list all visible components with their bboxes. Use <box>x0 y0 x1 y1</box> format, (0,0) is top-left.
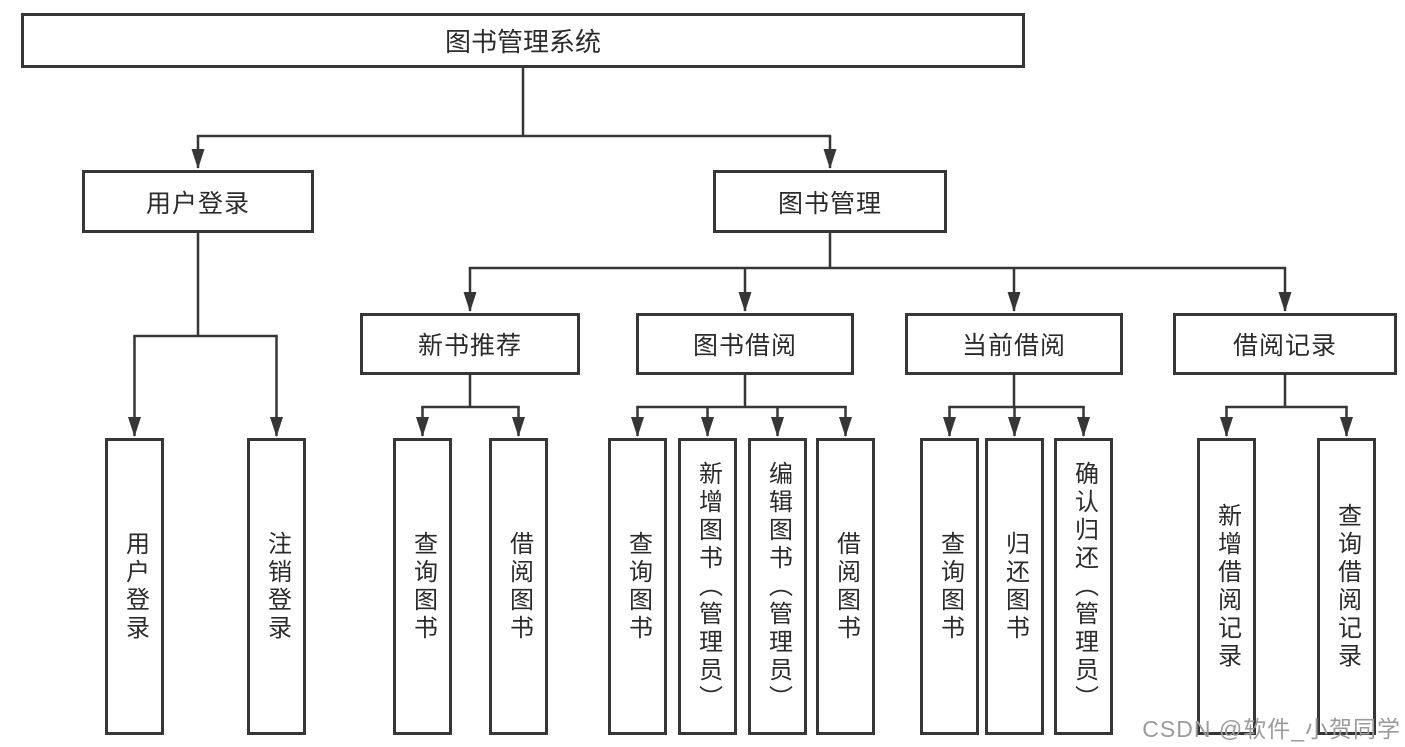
leaf-borrow-books: 借阅图书 <box>816 438 875 735</box>
leaf-edit-books-admin: 编辑图书（管理员） <box>748 438 807 735</box>
leaf-add-books-admin: 新增图书（管理员） <box>678 438 737 735</box>
node-label: 当前借阅 <box>961 332 1066 360</box>
node-label: 新增借阅记录 <box>1213 502 1241 671</box>
node-label: 用户登录 <box>121 530 149 643</box>
node-label: 编辑图书（管理员） <box>764 460 792 713</box>
node-label: 借阅图书 <box>832 530 860 643</box>
node-label: 图书借阅 <box>692 332 797 360</box>
node-label: 用户登录 <box>145 189 250 218</box>
node-book-management: 图书管理 <box>713 170 947 233</box>
node-label: 查询图书 <box>624 530 652 643</box>
leaf-query-borrow-record: 查询借阅记录 <box>1317 438 1376 735</box>
node-library-management-system: 图书管理系统 <box>21 13 1025 68</box>
node-label: 新增图书（管理员） <box>694 460 722 713</box>
node-label: 归还图书 <box>1001 530 1029 643</box>
node-label: 图书管理系统 <box>444 27 601 57</box>
leaf-query-books-current: 查询图书 <box>920 438 979 735</box>
node-label: 查询图书 <box>409 530 437 643</box>
leaf-query-books-recommend: 查询图书 <box>393 438 452 735</box>
node-label: 确认归还（管理员） <box>1070 460 1098 713</box>
node-label: 查询借阅记录 <box>1333 502 1361 671</box>
node-new-book-recommend: 新书推荐 <box>360 313 580 375</box>
node-label: 查询图书 <box>936 530 964 643</box>
node-label: 新书推荐 <box>417 332 522 360</box>
node-borrow-record: 借阅记录 <box>1173 313 1397 375</box>
leaf-query-books-borrow: 查询图书 <box>608 438 667 735</box>
node-user-login-group: 用户登录 <box>82 170 314 233</box>
leaf-return-books: 归还图书 <box>985 438 1044 735</box>
node-label: 借阅记录 <box>1232 332 1337 360</box>
leaf-borrow-books-recommend: 借阅图书 <box>489 438 548 735</box>
node-label: 借阅图书 <box>505 530 533 643</box>
leaf-add-borrow-record: 新增借阅记录 <box>1197 438 1256 735</box>
node-label: 注销登录 <box>263 530 291 643</box>
leaf-logout: 注销登录 <box>247 438 306 735</box>
node-current-borrow: 当前借阅 <box>905 313 1123 375</box>
node-label: 图书管理 <box>777 189 882 218</box>
node-book-borrow: 图书借阅 <box>636 313 854 375</box>
leaf-confirm-return-admin: 确认归还（管理员） <box>1054 438 1113 735</box>
leaf-user-login: 用户登录 <box>105 438 164 735</box>
